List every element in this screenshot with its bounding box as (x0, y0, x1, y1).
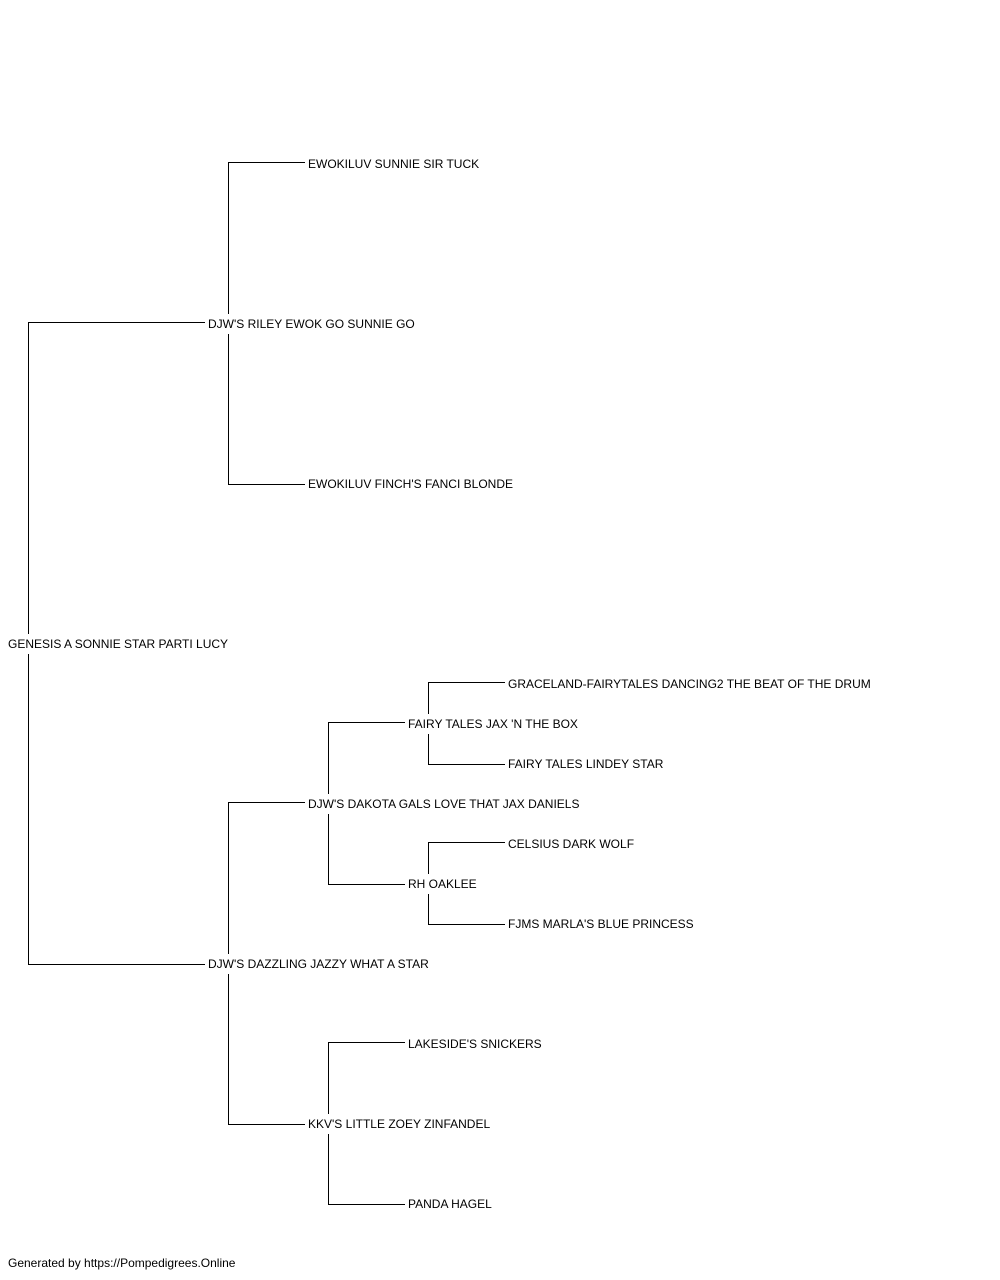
connector-lines (28, 162, 505, 1205)
node-dam-sire: DJW'S DAKOTA GALS LOVE THAT JAX DANIELS (308, 797, 579, 811)
node-dam-sire-sire: FAIRY TALES JAX 'N THE BOX (408, 717, 578, 731)
node-sire: DJW'S RILEY EWOK GO SUNNIE GO (208, 317, 415, 331)
node-dam-dam-dam: PANDA HAGEL (408, 1197, 492, 1211)
node-sire-dam: EWOKILUV FINCH'S FANCI BLONDE (308, 477, 513, 491)
connector-subject-dam (28, 654, 205, 965)
connector-damsire-sire (328, 722, 405, 794)
generated-by-footer: Generated by https://Pompedigrees.Online (8, 1256, 236, 1270)
connector-dsd-dam (428, 894, 505, 925)
connector-damdam-sire (328, 1042, 405, 1114)
node-dam-sire-dam: RH OAKLEE (408, 877, 477, 891)
connector-dss-dam (428, 734, 505, 765)
node-dam: DJW'S DAZZLING JAZZY WHAT A STAR (208, 957, 429, 971)
connector-dsd-sire (428, 842, 505, 874)
connector-subject-sire (28, 322, 205, 634)
node-dam-dam: KKV'S LITTLE ZOEY ZINFANDEL (308, 1117, 490, 1131)
node-dam-sire-sire-sire: GRACELAND-FAIRYTALES DANCING2 THE BEAT O… (508, 677, 871, 691)
connector-dss-sire (428, 682, 505, 714)
pedigree-nodes: GENESIS A SONNIE STAR PARTI LUCY DJW'S R… (8, 157, 871, 1211)
connector-damsire-dam (328, 814, 405, 885)
node-sire-sire: EWOKILUV SUNNIE SIR TUCK (308, 157, 479, 171)
node-subject: GENESIS A SONNIE STAR PARTI LUCY (8, 637, 228, 651)
connector-dam-dam (228, 974, 305, 1125)
node-dam-sire-dam-sire: CELSIUS DARK WOLF (508, 837, 634, 851)
node-dam-dam-sire: LAKESIDE'S SNICKERS (408, 1037, 542, 1051)
connector-sire-sire (228, 162, 305, 314)
node-dam-sire-sire-dam: FAIRY TALES LINDEY STAR (508, 757, 664, 771)
node-dam-sire-dam-dam: FJMS MARLA'S BLUE PRINCESS (508, 917, 694, 931)
connector-damdam-dam (328, 1134, 405, 1205)
connector-dam-sire (228, 802, 305, 954)
connector-sire-dam (228, 334, 305, 485)
